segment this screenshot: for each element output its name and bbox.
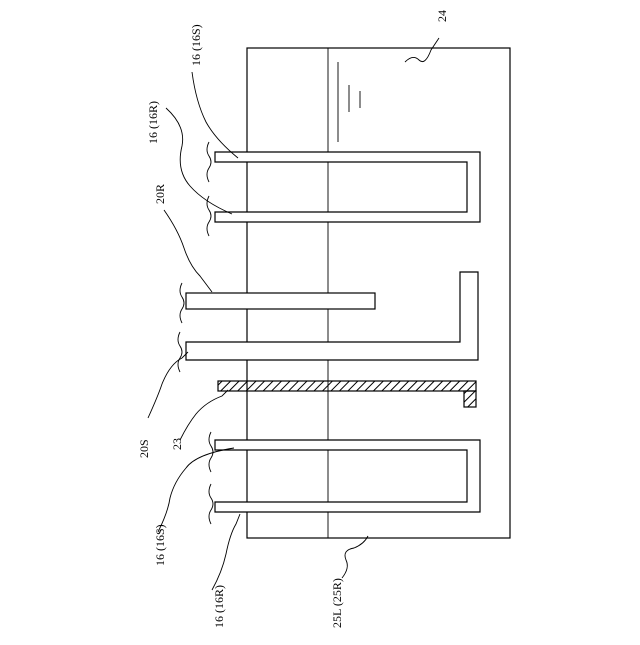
label-housing: 24 (435, 10, 449, 22)
label-top-rotor: 16 (16R) (146, 101, 160, 144)
break-lines (178, 142, 213, 524)
label-bottom-stator: 16 (16S) (153, 524, 167, 566)
rotor-tab (186, 293, 375, 309)
label-spacer: 23 (170, 438, 184, 450)
label-bottom-rotor: 16 (16R) (212, 585, 226, 628)
label-boundary-line: 25L (25R) (330, 578, 344, 628)
label-rotor-tab: 20R (153, 184, 167, 204)
label-stator-tab: 20S (137, 439, 151, 458)
label-top-stator: 16 (16S) (189, 24, 203, 66)
